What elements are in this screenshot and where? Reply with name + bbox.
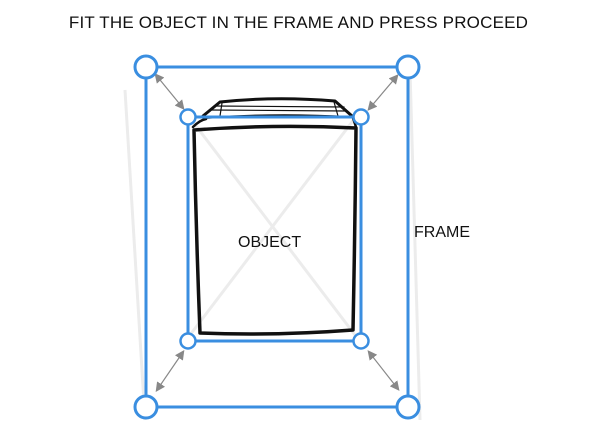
instruction-text: FIT THE OBJECT IN THE FRAME AND PRESS PR…	[68, 13, 529, 32]
outer-frame-bottom-left-handle[interactable]	[133, 394, 159, 420]
object-frame-top-right-handle[interactable]	[352, 108, 370, 126]
diagonal-double-arrow-icon	[367, 74, 399, 111]
object-frame-top-left-handle[interactable]	[179, 108, 197, 126]
object-label: OBJECT	[238, 234, 302, 251]
diagonal-double-arrow-icon	[367, 350, 400, 391]
object-frame-bottom-right-handle[interactable]	[352, 332, 370, 350]
outer-frame-top-left-handle[interactable]	[133, 54, 159, 80]
outer-frame-bottom-right-handle[interactable]	[395, 394, 421, 420]
diagonal-double-arrow-icon	[154, 73, 185, 110]
object-bounding-frame	[186, 115, 363, 343]
outer-frame-top-right-handle[interactable]	[395, 54, 421, 80]
outer-frame	[144, 65, 410, 409]
background-sketch	[123, 69, 422, 421]
object-sketch	[191, 97, 358, 336]
object-frame-bottom-left-handle[interactable]	[179, 332, 197, 350]
diagonal-double-arrow-icon	[155, 350, 185, 392]
resize-arrows	[154, 73, 400, 392]
frame-label: FRAME	[414, 224, 470, 241]
